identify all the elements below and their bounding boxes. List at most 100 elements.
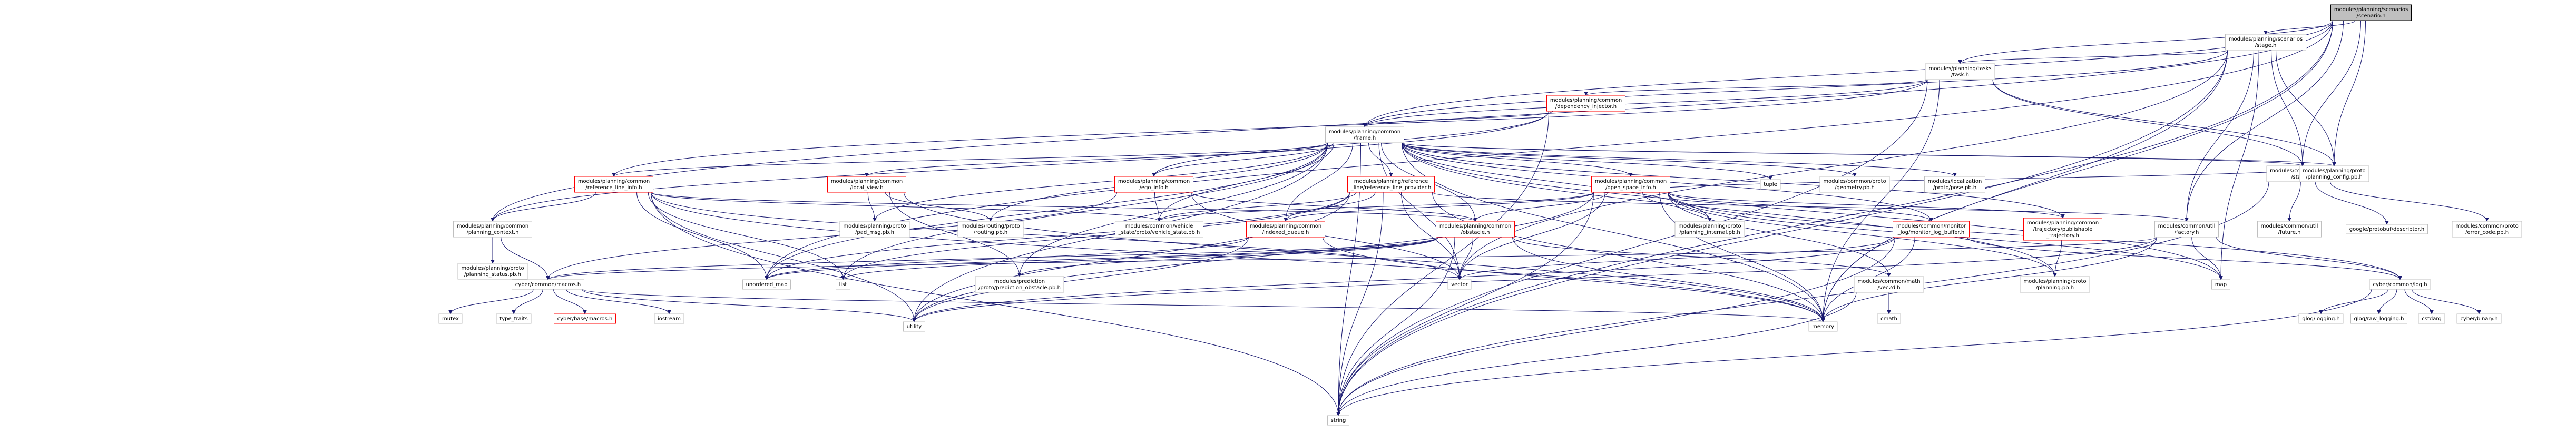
node-vehicle_state_pb[interactable]: modules/common/vehicle_state/proto/vehic…: [1115, 221, 1203, 238]
node-utility[interactable]: utility: [903, 321, 925, 332]
edge-frame-to-planning_internal_pb: [1402, 142, 1710, 221]
edge-reference_line_info-to-utility: [651, 192, 915, 322]
node-reference_line_provider[interactable]: modules/planning/reference_line/referenc…: [1347, 176, 1435, 193]
node-label: _log/monitor_log_buffer.h: [1897, 230, 1964, 235]
node-obstacle[interactable]: modules/planning/common/obstacle.h: [1436, 221, 1515, 238]
node-planning_config_pb[interactable]: modules/planning/proto/planning_config.p…: [2299, 165, 2369, 182]
node-future[interactable]: modules/common/util/future.h: [2257, 221, 2322, 238]
edge-dependency_injector-to-ego_info: [1154, 111, 1549, 176]
edge-frame-to-open_space_info: [1402, 142, 1631, 177]
node-label: modules/routing/proto: [961, 223, 1020, 229]
node-vector[interactable]: vector: [1447, 279, 1472, 290]
node-dependency_injector[interactable]: modules/planning/common/dependency_injec…: [1546, 95, 1625, 112]
node-binary[interactable]: cyber/binary.h: [2456, 313, 2502, 324]
edge-stage-to-memory: [1823, 50, 2228, 322]
node-descriptor[interactable]: google/protobuf/descriptor.h: [2346, 224, 2428, 234]
node-memory[interactable]: memory: [1808, 321, 1838, 332]
node-box: [903, 321, 925, 332]
node-iostream[interactable]: iostream: [654, 313, 684, 324]
node-label: /stage.h: [2255, 43, 2277, 48]
node-factory[interactable]: modules/common/util/factory.h: [2154, 221, 2219, 238]
node-label: modules/planning/common: [2027, 220, 2099, 226]
edge-frame-to-pad_msg_pb: [875, 142, 1328, 221]
node-box: [2418, 313, 2445, 324]
node-map[interactable]: map: [2211, 279, 2230, 290]
node-box: [1436, 221, 1515, 238]
node-prediction_obstacle_pb[interactable]: modules/prediction/proto/prediction_obst…: [975, 276, 1064, 293]
node-geometry_pb[interactable]: modules/common/proto/geometry.pb.h: [1819, 176, 1890, 193]
node-unordered_map[interactable]: unordered_map: [742, 279, 791, 290]
node-pad_msg_pb[interactable]: modules/planning/proto/pad_msg.pb.h: [839, 221, 910, 238]
edge-scenario-to-factory: [2187, 20, 2344, 221]
edge-factory-to-memory: [1823, 237, 2157, 322]
node-box: [2211, 279, 2230, 290]
edge-ego_info-to-vector: [1191, 192, 1460, 280]
node-label: modules/common/proto: [1823, 179, 1886, 184]
node-monitor_log_buffer[interactable]: modules/common/monitor_log/monitor_log_b…: [1893, 221, 1970, 238]
node-error_code_pb[interactable]: modules/common/proto/error_code.pb.h: [2452, 221, 2522, 238]
edge-reference_line_info-to-vehicle_state_pb: [651, 192, 1160, 222]
node-vec2d[interactable]: modules/common/math/vec2d.h: [1854, 276, 1924, 293]
node-label: modules/planning/proto: [461, 265, 524, 271]
node-box: [1925, 63, 1995, 80]
node-glog[interactable]: glog/logging.h: [2298, 313, 2344, 324]
node-list[interactable]: list: [836, 279, 850, 290]
edge-open_space_info-to-planning_pb: [1668, 192, 2055, 277]
node-macros[interactable]: cyber/common/macros.h: [512, 279, 584, 290]
edge-open_space_info-to-string: [1338, 192, 1594, 416]
node-pose_pb[interactable]: modules/localization/proto/pose.pb.h: [1924, 176, 1985, 193]
node-label: modules/planning/proto: [2023, 279, 2086, 284]
edge-monitor_log_buffer-to-vector: [1460, 237, 1895, 280]
node-local_view[interactable]: modules/planning/common/local_view.h: [827, 176, 906, 193]
edge-local_view-to-prediction_obstacle_pb: [889, 192, 1020, 277]
edge-vec2d-to-string: [1338, 292, 1857, 416]
node-task[interactable]: modules/planning/tasks/task.h: [1925, 63, 1995, 80]
node-label: /scenario.h: [2356, 13, 2385, 19]
node-planning_context[interactable]: modules/planning/common/planning_context…: [453, 221, 532, 238]
node-planning_status_pb[interactable]: modules/planning/proto/planning_status.p…: [457, 263, 528, 280]
node-mutex[interactable]: mutex: [438, 313, 463, 324]
node-label: modules/common/util: [2261, 223, 2318, 229]
edge-monitor_log_buffer-to-log: [1967, 237, 2401, 280]
node-label: glog/raw_logging.h: [2354, 316, 2404, 322]
node-label: mutex: [442, 316, 459, 322]
edge-factory-to-map: [2191, 237, 2221, 280]
node-open_space_info[interactable]: modules/planning/common/open_space_info.…: [1591, 176, 1670, 193]
node-frame[interactable]: modules/planning/common/frame.h: [1325, 126, 1404, 143]
node-indexed_queue[interactable]: modules/planning/common/indexed_queue.h: [1246, 221, 1325, 238]
node-box: [1325, 126, 1404, 143]
node-label: cmath: [1880, 316, 1897, 322]
node-label: /planning_internal.pb.h: [1679, 230, 1740, 235]
node-publishable_trajectory[interactable]: modules/planning/common/trajectory/publi…: [2023, 218, 2102, 241]
node-stage[interactable]: modules/planning/scenarios/stage.h: [2225, 34, 2306, 51]
edge-obstacle-to-memory: [1512, 237, 1824, 322]
node-routing_pb[interactable]: modules/routing/proto/routing.pb.h: [957, 221, 1024, 238]
node-base_macros[interactable]: cyber/base/macros.h: [554, 313, 616, 324]
edge-log-to-cstdarg: [2404, 289, 2432, 314]
node-reference_line_info[interactable]: modules/planning/common/reference_line_i…: [574, 176, 653, 193]
node-box: [1447, 279, 1472, 290]
node-cstdarg[interactable]: cstdarg: [2418, 313, 2445, 324]
edge-indexed_queue-to-memory: [1323, 237, 1824, 322]
node-ego_info[interactable]: modules/planning/common/ego_info.h: [1114, 176, 1193, 193]
node-string[interactable]: string: [1327, 415, 1349, 426]
edge-reference_line_provider-to-utility: [914, 192, 1350, 322]
edge-obstacle-to-list: [843, 237, 1438, 280]
node-type_traits[interactable]: type_traits: [496, 313, 532, 324]
node-box: [1114, 176, 1193, 193]
node-cmath[interactable]: cmath: [1877, 313, 1901, 324]
edge-frame-to-pose_pb: [1402, 142, 1955, 177]
node-box: [1877, 313, 1901, 324]
node-box: [975, 276, 1064, 293]
node-tuple[interactable]: tuple: [1760, 179, 1781, 190]
node-box: [827, 176, 906, 193]
node-label: /reference_line_info.h: [585, 185, 642, 191]
node-glograw[interactable]: glog/raw_logging.h: [2350, 313, 2407, 324]
node-box: [2023, 218, 2102, 241]
node-label: /planning.pb.h: [2036, 285, 2074, 291]
edge-dependency_injector-to-string: [1338, 111, 1549, 416]
node-box: [512, 279, 584, 290]
node-planning_pb[interactable]: modules/planning/proto/planning.pb.h: [2020, 276, 2090, 293]
node-log[interactable]: cyber/common/log.h: [2369, 279, 2431, 290]
node-planning_internal_pb[interactable]: modules/planning/proto/planning_internal…: [1674, 221, 1745, 238]
